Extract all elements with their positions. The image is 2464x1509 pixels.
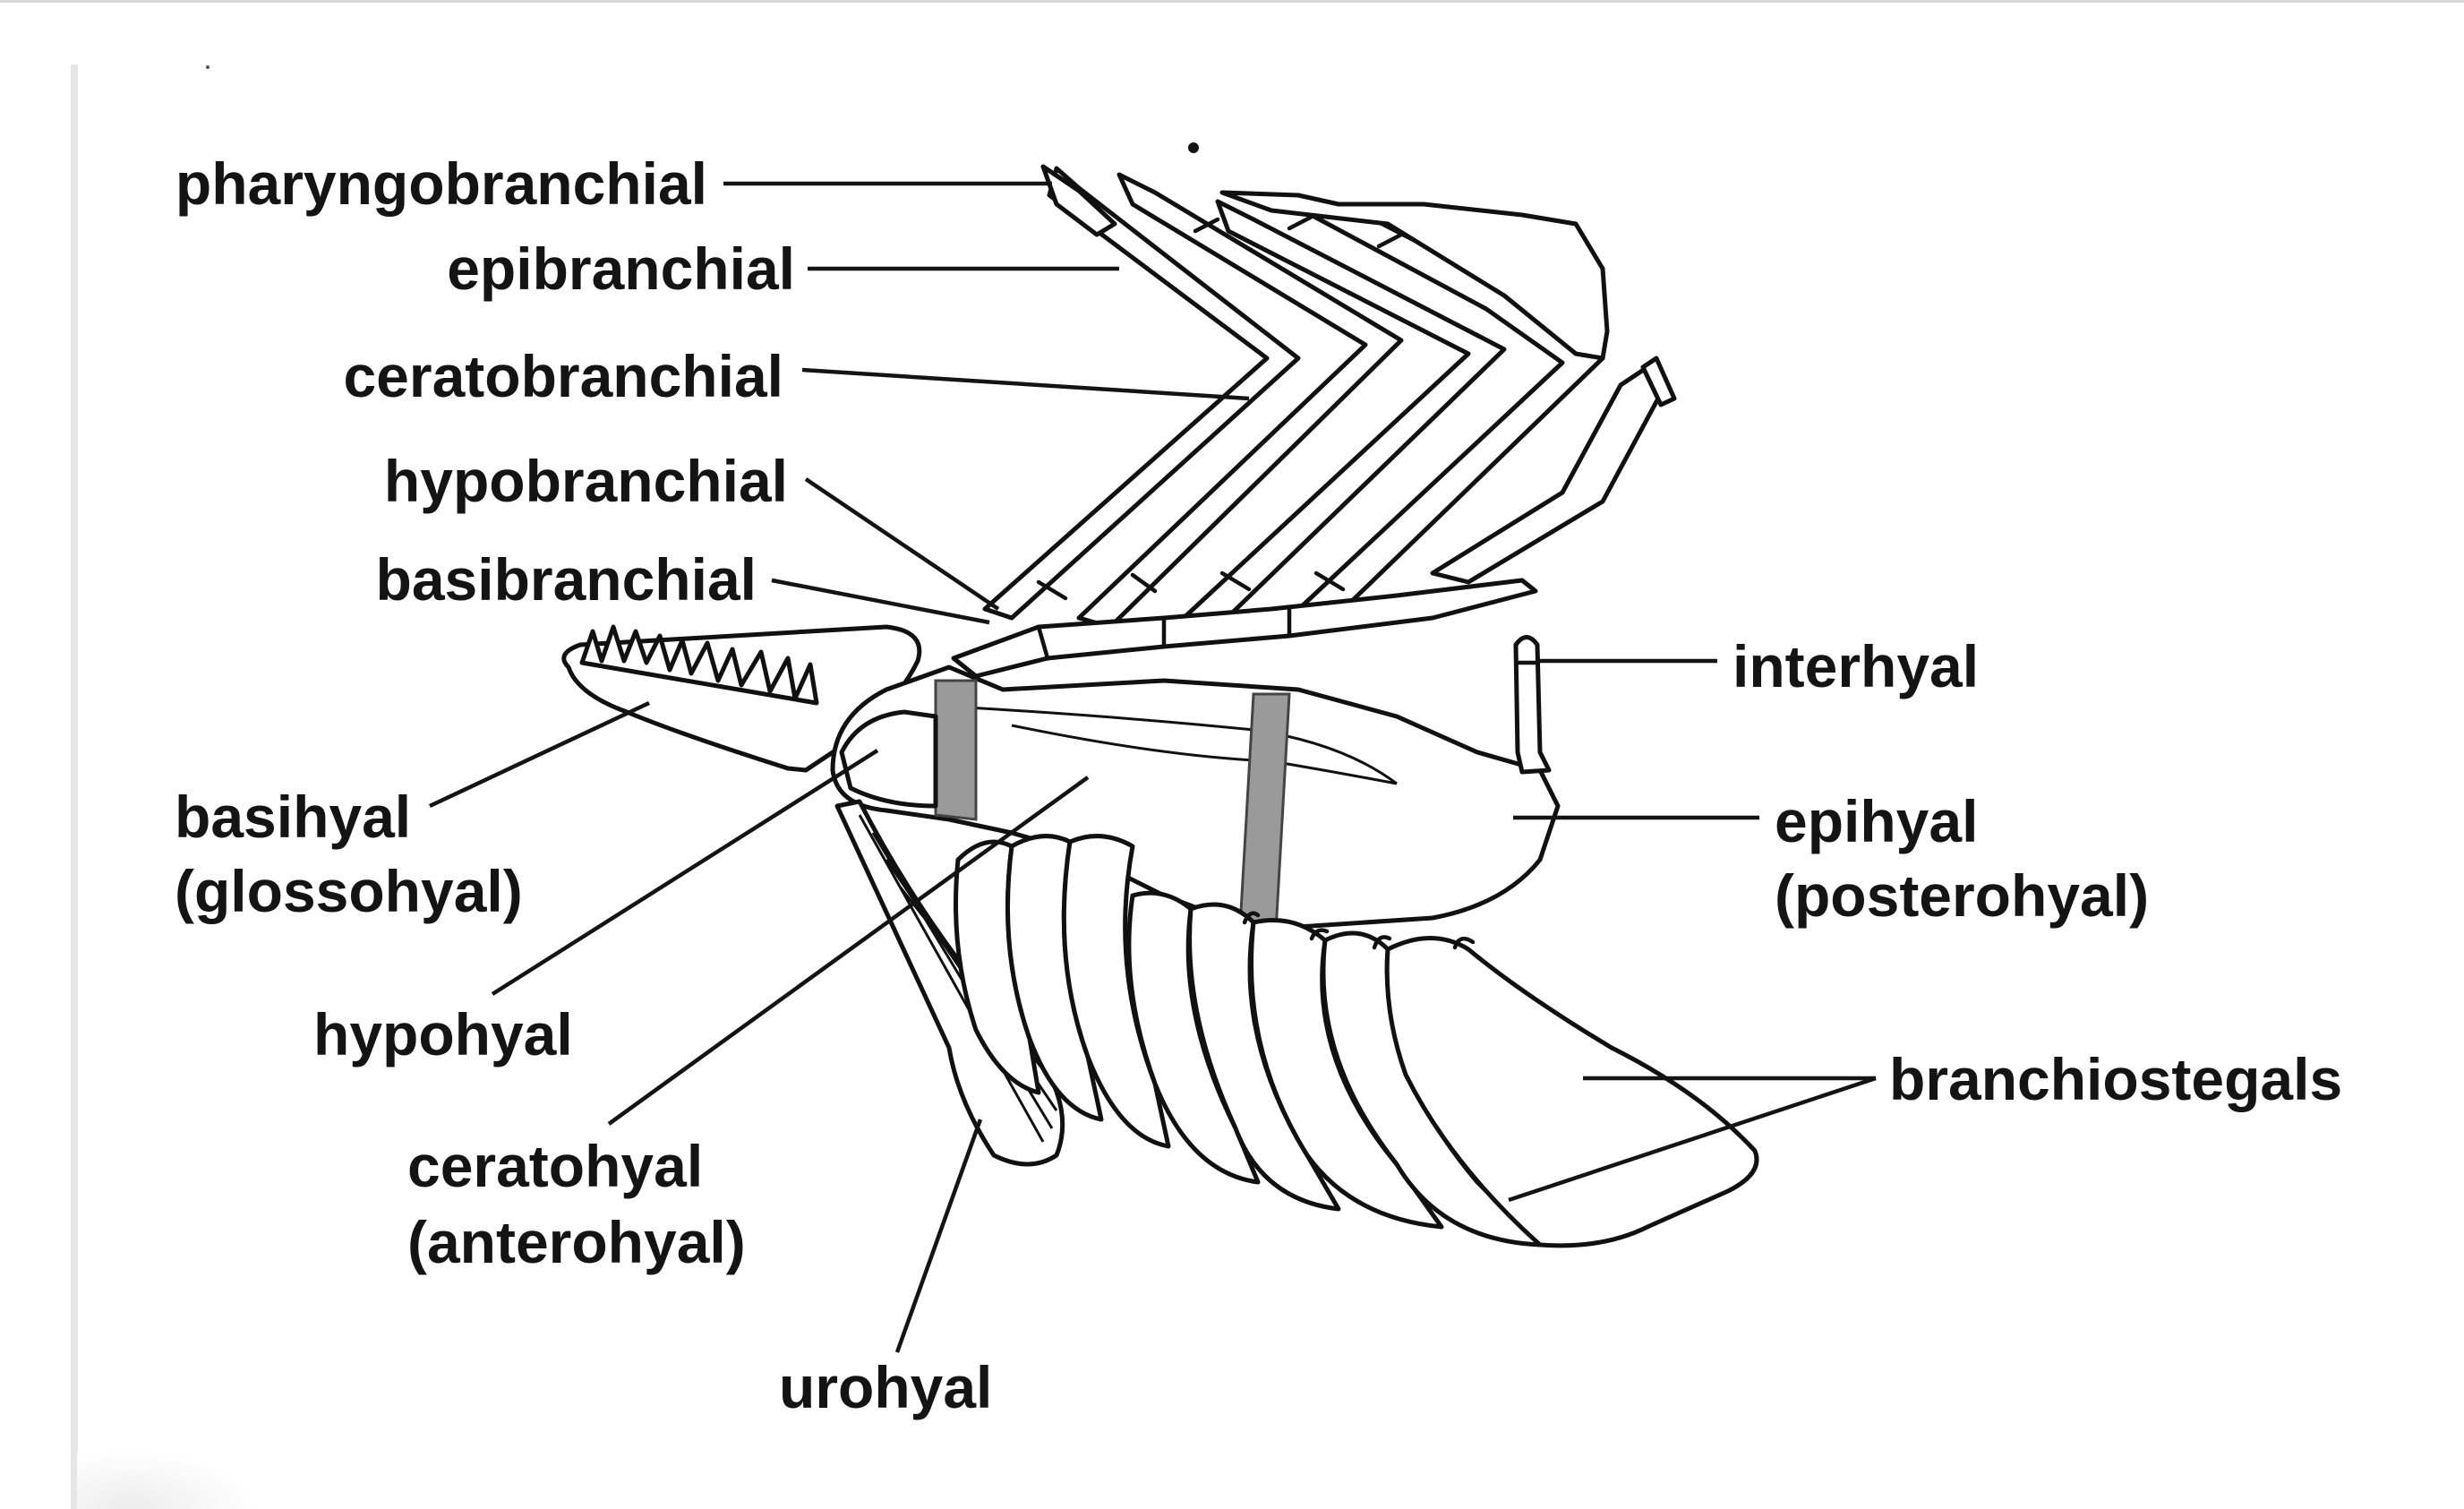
branchiostegal-3 <box>1061 834 1171 1149</box>
label-basibranchial: basibranchial <box>376 546 757 613</box>
print-speck-small <box>206 65 210 69</box>
label-pharyngobranchial: pharyngobranchial <box>175 150 707 217</box>
leader-ceratohyal <box>607 776 1090 1126</box>
label-ceratohyal: ceratohyal <box>407 1133 703 1199</box>
pharyngobranchial-1 <box>1040 164 1117 237</box>
interhyal-bone <box>1513 635 1552 775</box>
label-interhyal: interhyal <box>1732 633 1979 699</box>
arch-5 <box>1430 364 1668 585</box>
leader-hypobranchial <box>804 477 1000 611</box>
basihyal-teeth <box>579 624 819 706</box>
arch-5-tip <box>1640 356 1677 407</box>
upper-pharyngeal-plate <box>1219 190 1610 361</box>
label-ceratobranchial: ceratobranchial <box>343 343 783 409</box>
hypobranchial-joints <box>1036 570 1346 601</box>
branchiostegal-8 <box>1384 936 1759 1248</box>
leader-basihyal <box>429 700 650 809</box>
ceratohyal-ridge <box>966 706 1398 785</box>
leader-branchiostegals-2 <box>1508 1076 1877 1203</box>
labels: pharyngobranchial epibranchial ceratobra… <box>175 150 2342 1420</box>
leader-lines <box>429 181 1877 1353</box>
label-epihyal: epihyal <box>1775 788 1978 854</box>
hypohyal-cartilage <box>934 679 978 821</box>
branchiostegal-heads <box>1242 911 1476 950</box>
leader-urohyal <box>894 1119 983 1353</box>
branchiostegal-rays <box>954 834 1759 1248</box>
leader-basibranchial <box>771 578 990 625</box>
interhyal <box>1513 635 1552 775</box>
label-posterohyal: (posterohyal) <box>1775 862 2149 929</box>
label-hypohyal: hypohyal <box>313 1001 573 1067</box>
label-epibranchial: epibranchial <box>447 236 795 302</box>
label-anterohyal: (anterohyal) <box>407 1209 746 1275</box>
ceratohyal-bar <box>830 664 1561 933</box>
label-hypobranchial: hypobranchial <box>384 448 788 514</box>
corner-shadow <box>77 1451 256 1509</box>
label-urohyal: urohyal <box>779 1354 992 1420</box>
branchial-arches <box>982 164 1677 630</box>
leader-hypohyal <box>491 749 879 996</box>
hyoid-and-branchial-skeleton <box>561 164 1759 1248</box>
label-basihyal: basihyal <box>175 784 411 850</box>
basibranchial-chain <box>951 578 1538 679</box>
epibranchial-joints <box>1193 214 1404 249</box>
leader-ceratobranchial <box>801 367 1250 401</box>
basibranchial-joints <box>1036 606 1292 661</box>
label-branchiostegals: branchiostegals <box>1889 1046 2342 1112</box>
print-speck <box>1188 142 1199 153</box>
left-border <box>71 64 78 1509</box>
hypohyal <box>839 709 938 809</box>
top-border <box>0 0 2464 3</box>
ceratohyal <box>830 664 1561 930</box>
label-glossohyal: (glossohyal) <box>175 858 523 924</box>
